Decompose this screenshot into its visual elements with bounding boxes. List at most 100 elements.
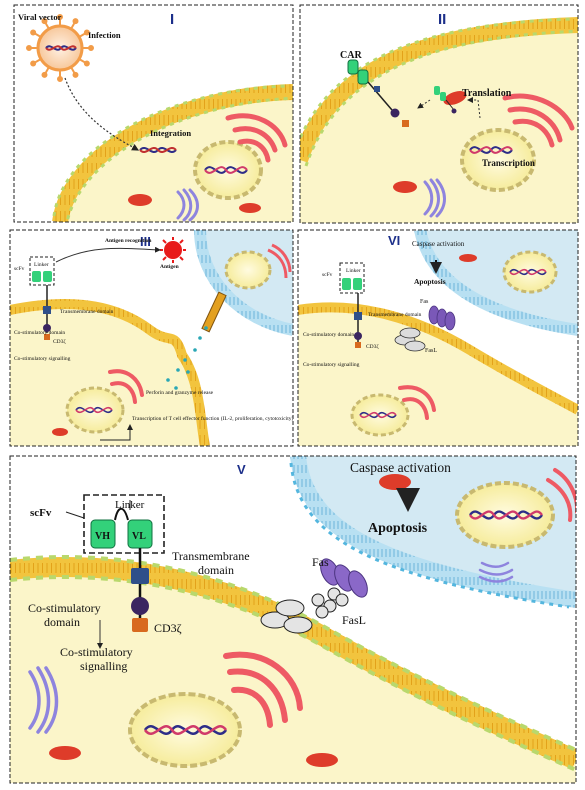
antigen-label: Antigen [160, 264, 179, 270]
vl-label: VL [132, 531, 146, 542]
cd3z-label: CD3ζ [53, 338, 66, 345]
linker-label: Linker [34, 262, 49, 268]
costim-signalling-label-1: Co-stimulatory [60, 645, 133, 659]
fasl-label: FasL [425, 348, 437, 354]
costim-signalling-label-2: signalling [80, 659, 127, 673]
costim-domain-label: Co-stimulatory domain [14, 330, 65, 336]
vl-domain [43, 271, 52, 282]
panel-i-frame [13, 4, 294, 223]
golgi-icon [176, 188, 199, 222]
mitochondrion-icon [52, 428, 68, 436]
cd3z-domain-icon [132, 618, 148, 632]
caspase-label: Caspase activation [350, 460, 451, 475]
endoplasmic-reticulum-icon [398, 385, 436, 420]
mitochondrion-icon [393, 181, 417, 193]
panel-i: Viral vector Infection Integration I [14, 5, 293, 222]
integrated-dna-icon [139, 147, 177, 153]
costim-signalling-label: Co-stimulatory signalling [303, 362, 360, 368]
infection-label: Infection [88, 30, 121, 40]
car-label: CAR [340, 50, 362, 61]
linker-label: Linker [115, 499, 145, 511]
vh-domain [342, 278, 351, 290]
vl-domain [353, 278, 362, 290]
endoplasmic-reticulum-icon [108, 369, 144, 404]
scfv-box [83, 494, 165, 554]
granzyme-granules [166, 326, 208, 390]
viral-vector-icon [26, 14, 94, 82]
cd3z-label: CD3ζ [154, 621, 182, 635]
mitochondrion-icon [128, 194, 152, 206]
perforin-label: Perforin and granzyme release [146, 389, 214, 396]
antigen-recognition-label: Antigen recognition [105, 238, 152, 244]
panel-numeral: II [438, 11, 446, 28]
dna-helix-icon [75, 406, 113, 414]
costim-signalling-label: Co-stimulatory signalling [14, 356, 71, 362]
panel-numeral: VI [388, 233, 400, 248]
golgi-icon [478, 561, 514, 583]
panel-ii: CAR Translation Transcription II [300, 5, 578, 223]
mitochondrion-icon [379, 474, 411, 490]
endoplasmic-reticulum-icon [502, 93, 575, 148]
transmembrane-domain-icon [131, 568, 149, 584]
costim-domain-icon [131, 597, 149, 615]
transmembrane-label-1: Transmembrane [172, 549, 250, 563]
fas-receptor-icon [320, 558, 368, 598]
golgi-icon [423, 178, 446, 218]
scfv-box [29, 256, 55, 286]
tcell-transcription-label: Transcription of T cell effector functio… [132, 415, 294, 422]
fasl-ligand-icon [260, 587, 349, 634]
panel-numeral: V [237, 462, 246, 477]
mitochondrion-icon [459, 254, 477, 262]
antigen-icon [160, 237, 186, 263]
transmembrane-label: Transmembrane domain [368, 312, 422, 318]
vh-domain [90, 519, 116, 549]
fas-receptor-icon [428, 305, 456, 331]
mitochondrion-icon [306, 753, 338, 767]
vh-domain [32, 271, 41, 282]
fas-label: Fas [312, 555, 329, 569]
dna-helix-icon [359, 411, 397, 419]
panel-iii-frame [9, 229, 294, 447]
apoptosis-label: Apoptosis [368, 521, 428, 536]
mitochondrion-icon [239, 203, 261, 213]
dna-helix-icon [204, 166, 248, 174]
linker-icon [114, 507, 129, 521]
transcription-label: Transcription [482, 158, 535, 168]
scfv-label: scFv [30, 507, 52, 519]
panel-v: V Caspase activation Apoptosis scFv Link… [10, 456, 576, 783]
linker-label: Linker [346, 268, 361, 274]
infection-arrow [64, 77, 140, 151]
caspase-label: Caspase activation [412, 240, 465, 248]
viral-vector-label: Viral vector [18, 12, 62, 22]
fas-label: Fas [420, 299, 429, 305]
panel-v-frame [9, 455, 577, 784]
endoplasmic-reticulum-icon [546, 468, 576, 522]
fasl-label: FasL [342, 613, 366, 627]
fasl-ligand-icon [394, 327, 426, 352]
cd3z-label: CD3ζ [366, 343, 379, 350]
panel-iii: III Antigen recognition Antigen scFv Lin… [10, 230, 294, 446]
costim-domain-label-1: Co-stimulatory [28, 601, 101, 615]
endoplasmic-reticulum-icon [225, 113, 288, 163]
perforin-channel-icon [201, 291, 227, 333]
scfv-label: scFv [322, 272, 333, 278]
dna-helix-icon [469, 510, 543, 520]
dna-helix-icon [509, 268, 547, 276]
dna-helix-icon [469, 146, 513, 154]
dna-helix-icon [143, 725, 228, 735]
translated-car-icon [434, 86, 457, 114]
transmembrane-label: Transmembrane domain [60, 309, 114, 315]
car-receptor-icon [347, 59, 409, 127]
panel-numeral: I [170, 11, 174, 28]
panel-vi-frame [297, 229, 579, 447]
scfv-label: scFv [14, 266, 25, 272]
mitochondrion-icon [49, 746, 81, 760]
costim-domain-label: Co-stimulatory domain [303, 332, 354, 338]
endoplasmic-reticulum-icon [267, 243, 292, 279]
translation-label: Translation [462, 88, 512, 99]
panel-ii-frame [299, 4, 579, 224]
golgi-icon [28, 666, 59, 734]
integration-label: Integration [150, 128, 191, 138]
costim-domain-label-2: domain [44, 615, 80, 629]
